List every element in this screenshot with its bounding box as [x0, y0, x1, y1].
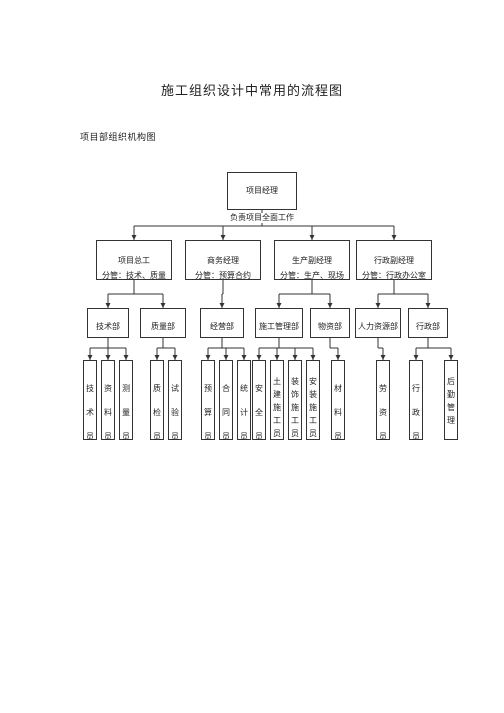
staff-node-box: 安 全 员: [252, 360, 266, 441]
department-node-label: 物资部: [318, 322, 342, 331]
manager-node-label: 行政副经理: [374, 256, 414, 265]
department-node-box: [355, 308, 401, 338]
manager-node-label: 生产副经理: [292, 256, 332, 265]
arrow-head: [131, 235, 137, 240]
department-node-label: 行政部: [416, 322, 440, 331]
staff-node-label: 试 验 员: [171, 384, 179, 441]
staff-node-label: 安 装 施 工 员: [309, 377, 317, 438]
staff-node-box: 劳 资 员: [376, 360, 390, 441]
arrow-head: [448, 355, 454, 360]
department-node-label: 质量部: [151, 322, 175, 331]
page-title: 施工组织设计中常用的流程图: [160, 84, 343, 99]
staff-node-label: 安 全 员: [255, 384, 263, 441]
department-node-box: [408, 308, 448, 338]
root-node-box: 项目经理: [227, 172, 297, 210]
staff-node-label: 技 术 员: [86, 384, 94, 441]
staff-node-label: 后 勤 管 理: [447, 377, 455, 425]
arrow-head: [105, 355, 111, 360]
staff-node-label: 土 建 施 工 员: [273, 377, 281, 438]
staff-node-box: 试 验 员: [168, 360, 182, 441]
manager-node-note: 分管：生产、现场: [280, 271, 344, 280]
manager-node-label: 商务经理: [207, 256, 239, 265]
arrow-head: [380, 355, 386, 360]
manager-node-box: 生产副经理: [274, 240, 350, 280]
manager-node-note: 分管：技术、质量: [102, 271, 166, 280]
staff-node-label: 统 计 员: [240, 384, 248, 441]
staff-node-box: 统 计 员: [237, 360, 251, 441]
department-node-label: 人力资源部: [358, 322, 398, 331]
staff-node-label: 装 饰 施 工 员: [291, 377, 299, 438]
root-node-note: 负责项目全面工作: [212, 213, 312, 223]
arrow-head: [375, 303, 381, 308]
staff-node-box: 安 装 施 工 员: [306, 360, 320, 440]
staff-node-box: 质 检 员: [150, 360, 164, 441]
arrow-head: [105, 303, 111, 308]
staff-node-label: 材 料 员: [334, 384, 342, 441]
manager-node-box: 商务经理: [185, 240, 261, 280]
staff-node-box: 合 同 员: [219, 360, 233, 441]
staff-node-box: 材 料 员: [331, 360, 345, 441]
department-node-label: 经营部: [210, 322, 234, 331]
arrow-head: [425, 303, 431, 308]
manager-node-label: 项目总工: [118, 256, 150, 265]
staff-node-label: 行 政 员: [412, 384, 420, 441]
staff-node-box: 资 料 员: [101, 360, 115, 441]
arrow-head: [276, 303, 282, 308]
department-node-box: [140, 308, 186, 338]
arrow-head: [123, 355, 129, 360]
arrow-head: [241, 355, 247, 360]
staff-node-box: 技 术 员: [83, 360, 97, 441]
arrow-head: [223, 355, 229, 360]
arrow-head: [160, 303, 166, 308]
staff-node-box: 预 算 员: [201, 360, 215, 441]
department-node-box: [87, 308, 129, 338]
staff-node-box: 后 勤 管 理: [444, 360, 458, 440]
arrow-head: [205, 355, 211, 360]
arrow-head: [391, 235, 397, 240]
staff-node-box: 测 量 员: [119, 360, 133, 441]
arrow-head: [220, 235, 226, 240]
staff-node-label: 预 算 员: [204, 384, 212, 441]
staff-node-label: 测 量 员: [122, 384, 130, 441]
manager-node-box: 行政副经理: [356, 240, 432, 280]
chart-subtitle: 项目部组织机构图: [80, 133, 157, 143]
staff-node-box: 装 饰 施 工 员: [288, 360, 302, 440]
manager-node-note: 分管：行政办公室: [362, 271, 426, 280]
arrow-head: [87, 355, 93, 360]
arrow-head: [274, 355, 280, 360]
department-node-label: 施工管理部: [259, 322, 299, 331]
arrow-head: [413, 355, 419, 360]
staff-node-label: 资 料 员: [104, 384, 112, 441]
arrow-head: [327, 303, 333, 308]
staff-node-label: 合 同 员: [222, 384, 230, 441]
staff-node-box: 土 建 施 工 员: [270, 360, 284, 440]
arrow-head: [292, 355, 298, 360]
arrow-head: [172, 355, 178, 360]
arrow-head: [154, 355, 160, 360]
manager-node-note: 分管：预算合约: [195, 271, 251, 280]
staff-node-label: 劳 资 员: [379, 384, 387, 441]
department-node-box: [200, 308, 244, 338]
department-node-box: [255, 308, 303, 338]
root-node-label: 项目经理: [246, 186, 278, 195]
arrow-head: [219, 303, 225, 308]
staff-node-label: 质 检 员: [153, 384, 161, 441]
arrow-head: [310, 355, 316, 360]
arrow-head: [256, 355, 262, 360]
arrow-head: [309, 235, 315, 240]
staff-node-box: 行 政 员: [409, 360, 423, 441]
department-node-label: 技术部: [96, 322, 120, 331]
department-node-box: [310, 308, 350, 338]
arrow-head: [335, 355, 341, 360]
manager-node-box: 项目总工: [96, 240, 172, 280]
